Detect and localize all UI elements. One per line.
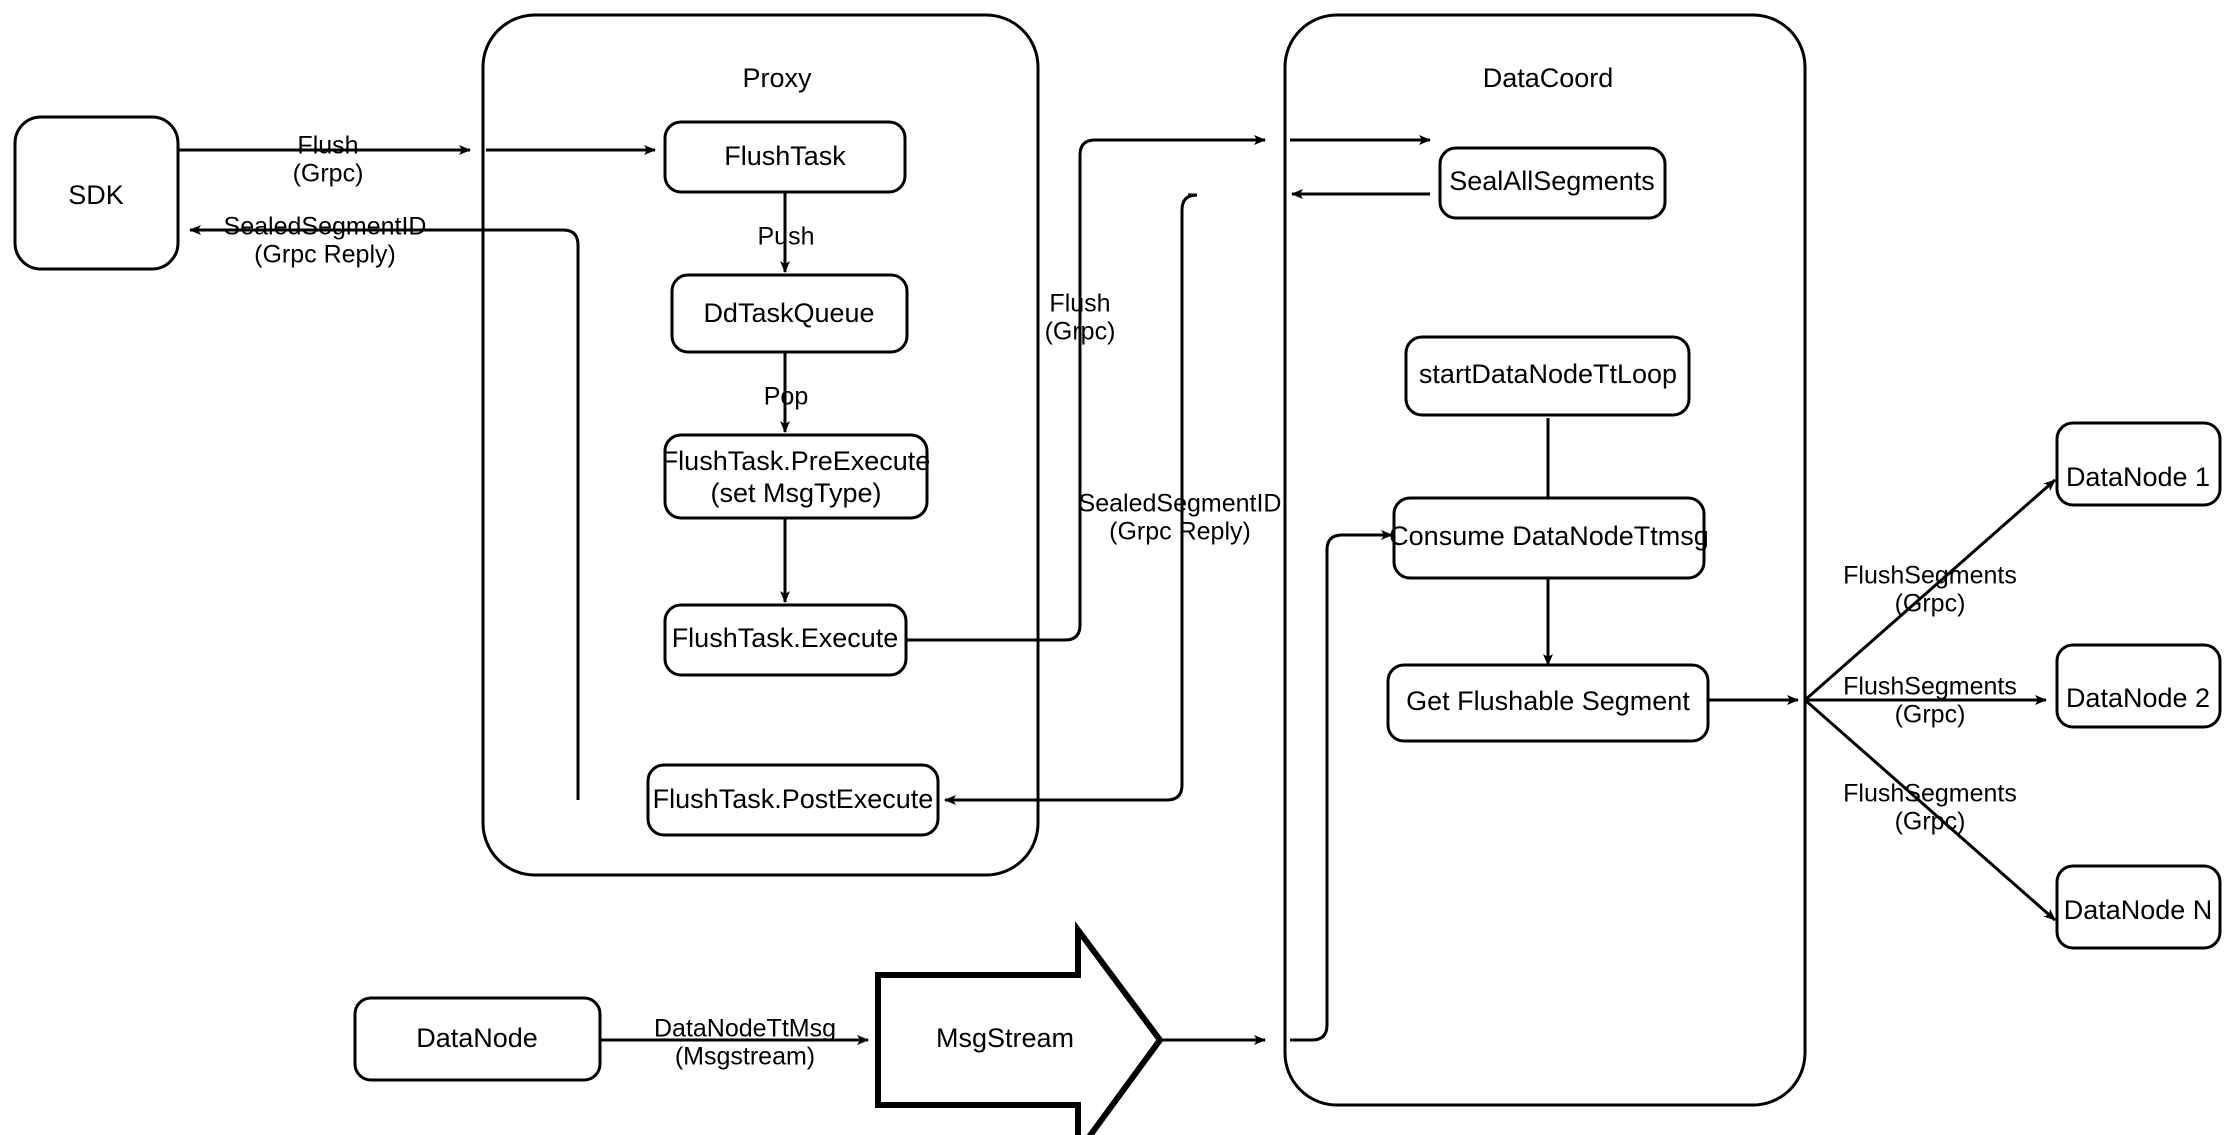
node-ddtaskqueue-label: DdTaskQueue [703, 298, 874, 328]
edge-label-flushsegments-1a: FlushSegments [1843, 562, 2017, 590]
node-datanode-1[interactable]: DataNode 1 [2055, 421, 2222, 507]
node-flushtask-postexecute-shape[interactable] [646, 763, 940, 837]
edge-label-flushsegments-2a: FlushSegments [1843, 673, 2017, 701]
edge-hub-to-datanode-2: FlushSegments (Grpc) [1805, 673, 2047, 729]
node-msgstream-shape[interactable] [875, 920, 1164, 1135]
node-datanode-source-shape[interactable] [353, 996, 602, 1082]
node-sdk-label: SDK [68, 180, 124, 210]
edge-hub-to-datanode-1: FlushSegments (Grpc) [1804, 478, 2056, 702]
node-flushtask-execute[interactable]: FlushTask.Execute [663, 603, 908, 677]
edge-proxy-to-sdk: SealedSegmentID (Grpc Reply) [189, 213, 580, 800]
node-start-datanode-ttloop-label: startDataNodeTtLoop [1419, 359, 1677, 389]
node-sdk[interactable]: SDK [13, 115, 180, 271]
node-flushtask-preexecute[interactable]: FlushTask.PreExecute (set MsgType) [662, 433, 931, 520]
edge-label-sealedsegmentid-1: SealedSegmentID [224, 213, 427, 241]
node-datanode-n[interactable]: DataNode N [2055, 864, 2222, 950]
node-flushtask-postexecute[interactable]: FlushTask.PostExecute [646, 763, 940, 837]
edge-label-coord-flush-2: (Grpc) [1045, 318, 1116, 346]
node-flushtask-preexecute-label-line1: FlushTask.PreExecute [662, 446, 931, 476]
node-datanode-n-label: DataNode N [2064, 895, 2213, 925]
node-flushtask-execute-shape[interactable] [663, 603, 908, 677]
node-ddtaskqueue-shape[interactable] [670, 273, 909, 354]
edge-label-flush-grpc-1: Flush [297, 132, 358, 160]
node-flushtask-preexecute-shape[interactable] [663, 433, 929, 520]
edge-label-flushsegments-2b: (Grpc) [1895, 701, 1966, 729]
edge-label-flushsegments-nb: (Grpc) [1895, 808, 1966, 836]
node-get-flushable-segment-shape[interactable] [1386, 663, 1710, 743]
edge-label-ttmsg-2: (Msgstream) [675, 1043, 815, 1071]
edge-pop: Pop [764, 352, 808, 433]
edge-label-flush-grpc-2: (Grpc) [293, 160, 364, 188]
edge-hub-to-datanode-n-line [1804, 698, 2056, 922]
node-msgstream-label: MsgStream [936, 1023, 1074, 1053]
node-consume-datanode-ttmsg-shape[interactable] [1392, 496, 1706, 580]
node-datanode-source-label: DataNode [416, 1023, 538, 1053]
edge-datacoord-to-postexecute-line [944, 193, 1198, 805]
edge-datacoord-to-postexecute: SealedSegmentID (Grpc Reply) [944, 193, 1282, 805]
edge-label-coord-flush-1: Flush [1049, 290, 1110, 318]
edge-label-flushsegments-na: FlushSegments [1843, 780, 2017, 808]
edge-label-flushsegments-1b: (Grpc) [1895, 590, 1966, 618]
edge-datanode-to-msgstream: DataNodeTtMsg (Msgstream) [600, 1015, 869, 1071]
edge-boundary-to-consume [1290, 530, 1393, 1042]
node-flushtask[interactable]: FlushTask [663, 120, 907, 194]
node-datanode-source[interactable]: DataNode [353, 996, 602, 1082]
node-get-flushable-segment[interactable]: Get Flushable Segment [1386, 663, 1710, 743]
node-sdk-shape[interactable] [13, 115, 180, 271]
edge-sdk-to-proxy: Flush (Grpc) [178, 132, 471, 188]
node-msgstream[interactable]: MsgStream [875, 920, 1164, 1135]
edge-label-pop: Pop [764, 383, 808, 411]
edge-hub-to-datanode-1-line [1804, 478, 2056, 702]
edge-label-ttmsg-1: DataNodeTtMsg [654, 1015, 836, 1043]
edge-proxy-to-datacoord-line [906, 135, 1266, 642]
edge-hub-to-datanode-n: FlushSegments (Grpc) [1804, 698, 2056, 922]
datacoord-container-title: DataCoord [1483, 63, 1614, 93]
proxy-container-title: Proxy [742, 63, 812, 93]
node-consume-datanode-ttmsg[interactable]: Consume DataNodeTtmsg [1389, 496, 1709, 580]
node-flushtask-preexecute-label-line2: (set MsgType) [710, 478, 881, 508]
edge-proxy-to-datacoord-flush: Flush (Grpc) [906, 135, 1266, 642]
edge-msgstream-to-consume [1155, 530, 1393, 1045]
edge-proxy-to-sdk-line [189, 225, 580, 800]
node-datanode-n-shape[interactable] [2055, 864, 2222, 950]
node-datanode-2[interactable]: DataNode 2 [2055, 643, 2222, 729]
edge-label-coord-reply-1: SealedSegmentID [1079, 490, 1282, 518]
node-consume-datanode-ttmsg-label: Consume DataNodeTtmsg [1389, 521, 1709, 551]
node-datanode-1-shape[interactable] [2055, 421, 2222, 507]
edge-label-coord-reply-2: (Grpc Reply) [1109, 518, 1251, 546]
node-datanode-1-label: DataNode 1 [2066, 462, 2210, 492]
node-datanode-2-shape[interactable] [2055, 643, 2222, 729]
node-ddtaskqueue[interactable]: DdTaskQueue [670, 273, 909, 354]
node-get-flushable-segment-label: Get Flushable Segment [1406, 686, 1690, 716]
node-flushtask-label: FlushTask [724, 141, 846, 171]
node-flushtask-shape[interactable] [663, 120, 907, 194]
node-sealallsegments-shape[interactable] [1438, 146, 1667, 220]
node-sealallsegments[interactable]: SealAllSegments [1438, 146, 1667, 220]
node-datanode-2-label: DataNode 2 [2066, 683, 2210, 713]
edge-push: Push [758, 192, 815, 273]
node-start-datanode-ttloop-shape[interactable] [1404, 335, 1691, 417]
node-flushtask-postexecute-label: FlushTask.PostExecute [653, 784, 934, 814]
node-flushtask-execute-label: FlushTask.Execute [672, 623, 899, 653]
edge-label-push: Push [758, 223, 815, 251]
node-start-datanode-ttloop[interactable]: startDataNodeTtLoop [1404, 335, 1691, 417]
node-sealallsegments-label: SealAllSegments [1449, 166, 1655, 196]
edge-label-sealedsegmentid-2: (Grpc Reply) [254, 241, 396, 269]
